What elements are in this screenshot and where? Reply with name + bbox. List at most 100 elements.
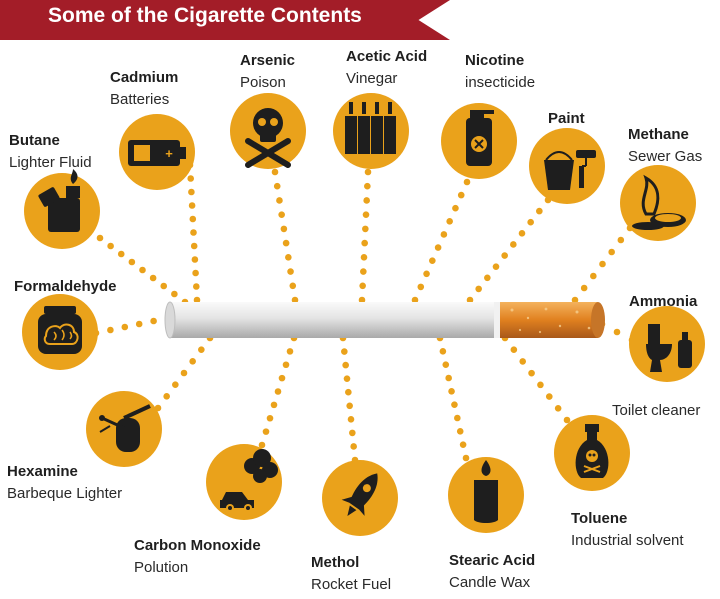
connector-dot bbox=[364, 182, 371, 190]
connector-dot bbox=[274, 388, 282, 395]
label-name: Cadmium bbox=[110, 69, 179, 86]
connector-dot bbox=[446, 218, 453, 225]
brain-jar-icon bbox=[22, 294, 98, 370]
connector-dot bbox=[189, 215, 197, 223]
label-use: Toilet cleaner bbox=[612, 402, 701, 419]
connector-dot bbox=[617, 236, 625, 244]
connector-dot bbox=[590, 272, 597, 280]
connector-dot bbox=[282, 239, 290, 247]
connector-dot bbox=[434, 244, 442, 251]
poison-bottle-icon bbox=[554, 415, 630, 491]
connector-dot bbox=[362, 211, 370, 218]
connector-dot bbox=[462, 454, 470, 462]
connector-dot bbox=[187, 175, 194, 182]
connector-dot bbox=[280, 225, 288, 233]
connector-dots bbox=[92, 161, 636, 464]
connector-dot bbox=[150, 317, 157, 325]
battery-icon: + bbox=[119, 114, 195, 190]
label-name: Paint bbox=[548, 110, 585, 127]
label-name: Hexamine bbox=[7, 463, 78, 480]
label-name: Toluene bbox=[571, 510, 628, 527]
car-smoke-icon bbox=[206, 444, 282, 520]
label-name: Stearic Acid bbox=[449, 552, 536, 569]
connector-dot bbox=[278, 211, 285, 218]
connector-dot bbox=[457, 191, 465, 199]
connector-dot bbox=[510, 346, 518, 354]
connector-dot bbox=[107, 242, 114, 250]
connector-dot bbox=[359, 282, 366, 290]
connector-dot bbox=[342, 361, 349, 369]
label-paint: Paint bbox=[548, 108, 585, 130]
connector-dot bbox=[189, 358, 196, 365]
connector-dot bbox=[282, 361, 290, 369]
label-name: Arsenic bbox=[240, 52, 296, 69]
connector-dot bbox=[139, 266, 146, 274]
connector-dot bbox=[518, 230, 526, 237]
connector-dot bbox=[291, 296, 299, 304]
title-banner bbox=[0, 0, 450, 40]
toilet-icon bbox=[629, 306, 705, 382]
label-use: Poison bbox=[240, 74, 286, 91]
candle-icon bbox=[448, 457, 524, 533]
connector-dot bbox=[193, 283, 200, 290]
connector-dot bbox=[501, 252, 508, 259]
label-carbon-monoxide: Carbon Monoxide Polution bbox=[134, 535, 261, 579]
connector-dot bbox=[276, 197, 283, 204]
label-use: insecticide bbox=[465, 74, 536, 91]
connector-dot bbox=[554, 404, 562, 412]
connector-dot bbox=[613, 328, 621, 336]
connector-dot bbox=[193, 296, 201, 304]
connector-dot bbox=[537, 381, 544, 389]
connector-dot bbox=[411, 296, 419, 304]
label-use: Barbeque Lighter bbox=[7, 485, 123, 502]
label-nicotine: Nicotine insecticide bbox=[465, 50, 535, 94]
connector-dot bbox=[599, 260, 606, 268]
connector-dot bbox=[271, 168, 279, 176]
label-use: Industrial solvent bbox=[571, 532, 684, 549]
connector-dot bbox=[536, 207, 543, 215]
label-name: Ammonia bbox=[629, 293, 698, 310]
connector-dot bbox=[96, 234, 104, 242]
lighter-icon bbox=[24, 169, 100, 249]
page-title: Some of the Cigarette Contents bbox=[48, 4, 362, 27]
connector-dot bbox=[188, 202, 196, 209]
connector-dot bbox=[273, 182, 281, 190]
label-use: Polution bbox=[134, 559, 189, 576]
connector-dot bbox=[345, 388, 352, 396]
connector-dot bbox=[285, 254, 292, 261]
gas-flame-icon bbox=[620, 165, 696, 241]
label-name: Methol bbox=[311, 554, 360, 571]
connector-dot bbox=[545, 393, 553, 400]
connector-dot bbox=[192, 269, 199, 277]
connector-dot bbox=[188, 188, 195, 196]
label-use: Rocket Fuel bbox=[311, 576, 392, 593]
connector-dot bbox=[270, 401, 278, 409]
skull-crossbones-icon bbox=[230, 93, 306, 169]
connector-dot bbox=[172, 381, 179, 388]
connector-dot bbox=[484, 274, 491, 282]
label-ammonia-use: Toilet cleaner bbox=[612, 400, 700, 422]
label-use: Batteries bbox=[110, 91, 170, 108]
label-use: Candle Wax bbox=[449, 574, 531, 591]
connector-dot bbox=[346, 402, 353, 410]
connector-dot bbox=[452, 204, 459, 212]
label-formaldehyde: Formaldehyde bbox=[14, 276, 117, 298]
label-name: Butane bbox=[9, 132, 60, 149]
connector-dot bbox=[350, 443, 357, 450]
connector-dot bbox=[121, 323, 129, 331]
connector-dot bbox=[180, 369, 188, 377]
vinegar-bottles-icon bbox=[333, 93, 409, 169]
connector-dot bbox=[163, 393, 170, 400]
svg-text:+: + bbox=[165, 146, 173, 161]
connector-dot bbox=[451, 401, 458, 408]
connector-dot bbox=[349, 429, 356, 437]
connector-dot bbox=[360, 268, 367, 275]
connector-dot bbox=[492, 263, 500, 270]
connector-dot bbox=[198, 346, 205, 353]
label-name: Carbon Monoxide bbox=[134, 537, 261, 554]
spray-bottle-icon bbox=[441, 103, 517, 179]
connector-dot bbox=[289, 282, 297, 290]
connector-dot bbox=[160, 282, 168, 290]
label-use: Sewer Gas bbox=[628, 148, 703, 165]
